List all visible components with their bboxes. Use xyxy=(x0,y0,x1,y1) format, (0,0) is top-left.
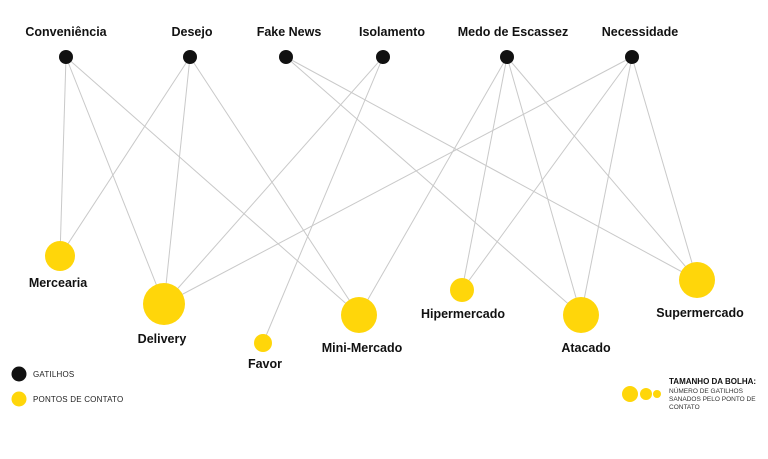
edge-necessidade-to-supermercado xyxy=(631,56,698,281)
size-legend-desc-line-3: CONTATO xyxy=(669,404,700,411)
edge-medo-to-hipermercado xyxy=(461,56,508,291)
edge-desejo-to-delivery xyxy=(163,56,191,305)
contact-node-mercearia xyxy=(45,241,75,271)
edge-medo-to-mini-mercado xyxy=(358,56,508,316)
contact-label-atacado: Atacado xyxy=(561,341,611,355)
legend: GATILHOS PONTOS DE CONTATO xyxy=(11,366,123,407)
edge-desejo-to-mini-mercado xyxy=(189,56,360,316)
contact-node-favor xyxy=(254,334,272,352)
edge-isolamento-to-favor xyxy=(262,56,384,344)
edge-isolamento-to-delivery xyxy=(163,56,384,305)
trigger-node-fake-news xyxy=(279,50,293,64)
legend-trigger-swatch xyxy=(11,366,27,382)
trigger-node-conveniencia xyxy=(59,50,73,64)
bubble-size-legend: TAMANHO DA BOLHA: NÚMERO DE GATILHOS SAN… xyxy=(622,377,756,411)
trigger-label-desejo: Desejo xyxy=(172,25,213,39)
trigger-node-necessidade xyxy=(625,50,639,64)
size-legend-large-bubble xyxy=(622,386,638,402)
contact-label-hipermercado: Hipermercado xyxy=(421,307,505,321)
trigger-node-isolamento xyxy=(376,50,390,64)
edge-conveniencia-to-mercearia xyxy=(59,56,67,257)
contact-label-mini-mercado: Mini-Mercado xyxy=(322,341,403,355)
trigger-label-fake-news: Fake News xyxy=(257,25,322,39)
contact-node-hipermercado xyxy=(450,278,474,302)
size-legend-medium-bubble xyxy=(640,388,652,400)
contact-label-mercearia: Mercearia xyxy=(29,276,88,290)
size-legend-small-bubble xyxy=(653,390,661,398)
trigger-node-desejo xyxy=(183,50,197,64)
contact-label-favor: Favor xyxy=(248,357,282,371)
contact-node-supermercado xyxy=(679,262,715,298)
edge-conveniencia-to-mini-mercado xyxy=(65,56,360,316)
trigger-nodes-layer: Conveniência Desejo Fake News Isolamento Med… xyxy=(25,25,678,64)
contact-label-supermercado: Supermercado xyxy=(656,306,744,320)
contact-node-mini-mercado xyxy=(341,297,377,333)
trigger-label-isolamento: Isolamento xyxy=(359,25,425,39)
edge-fake-news-to-supermercado xyxy=(285,56,698,281)
size-legend-desc-line-1: NÚMERO DE GATILHOS xyxy=(669,386,744,395)
edge-desejo-to-mercearia xyxy=(59,56,191,257)
legend-contact-label: PONTOS DE CONTATO xyxy=(33,395,123,404)
contact-label-delivery: Delivery xyxy=(138,332,187,346)
legend-contact-swatch xyxy=(11,391,27,407)
trigger-node-medo xyxy=(500,50,514,64)
edge-necessidade-to-delivery xyxy=(163,56,633,305)
edge-medo-to-atacado xyxy=(506,56,582,316)
edge-conveniencia-to-delivery xyxy=(65,56,165,305)
edge-necessidade-to-hipermercado xyxy=(461,56,633,291)
size-legend-desc-line-2: SANADOS PELO PONTO DE xyxy=(669,396,756,403)
legend-trigger-label: GATILHOS xyxy=(33,370,74,379)
trigger-label-conveniencia: Conveniência xyxy=(25,25,107,39)
contact-node-atacado xyxy=(563,297,599,333)
edges-layer xyxy=(59,56,698,344)
edge-medo-to-supermercado xyxy=(506,56,698,281)
trigger-label-medo: Medo de Escassez xyxy=(458,25,568,39)
size-legend-title: TAMANHO DA BOLHA: xyxy=(669,377,756,386)
contact-node-delivery xyxy=(143,283,185,325)
trigger-label-necessidade: Necessidade xyxy=(602,25,678,39)
edge-necessidade-to-atacado xyxy=(580,56,633,316)
